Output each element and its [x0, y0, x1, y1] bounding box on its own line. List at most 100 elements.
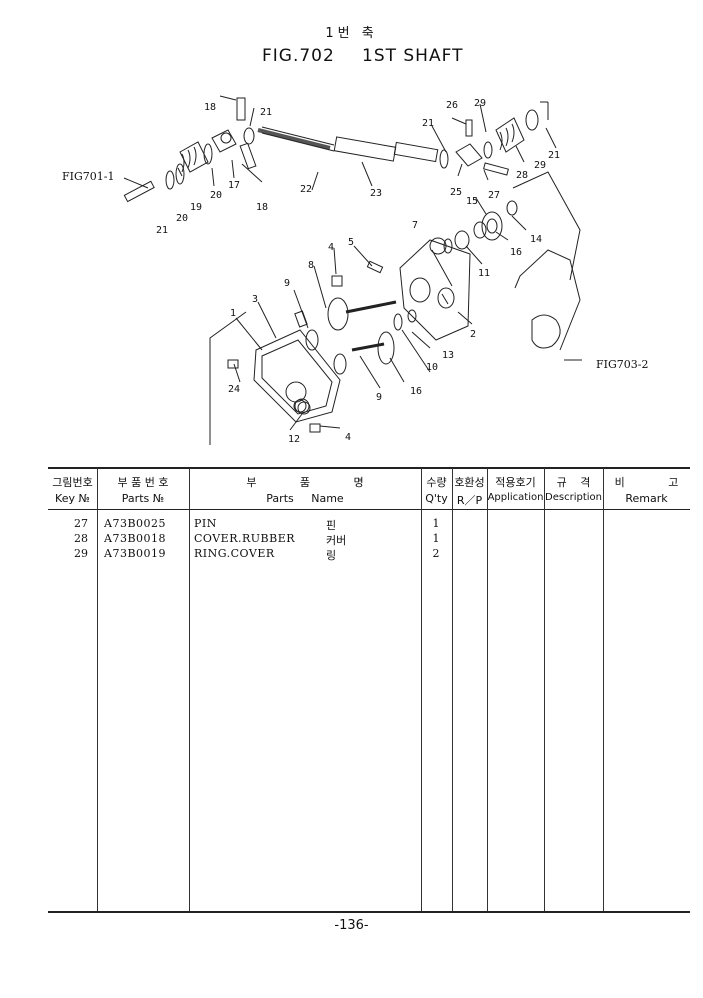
row-part-name-ko: 핀	[326, 519, 337, 532]
header-qty-en: Q'ty	[425, 492, 448, 505]
rubber-boot-part	[495, 117, 525, 153]
callout-4b: 4	[345, 432, 351, 443]
ring-part	[243, 127, 255, 145]
callout-22: 22	[300, 184, 312, 195]
callout-13: 15	[466, 196, 478, 207]
header-rp-ko: 호환성	[454, 476, 485, 489]
callout-7: 8	[308, 260, 314, 271]
ring-part	[175, 163, 185, 185]
table-row: 29 A73B0019 RING.COVER 링 2	[0, 547, 703, 562]
callout-27: 27	[488, 190, 500, 201]
row-part-no: A73B0025	[104, 517, 167, 530]
page-number: -136-	[334, 918, 369, 933]
table-header-rule	[48, 509, 690, 510]
callout-9: 9	[284, 278, 290, 289]
col-divider	[452, 468, 453, 911]
header-desc-en: Description	[545, 492, 602, 503]
header-name-en: Parts Name	[266, 492, 344, 505]
header-rp-en: R／P	[456, 494, 483, 507]
row-qty: 1	[432, 517, 440, 530]
callout-9b: 10	[426, 362, 438, 373]
table-top-rule	[48, 467, 690, 469]
shaft-tube-part	[333, 136, 397, 162]
callout-18b: 18	[256, 202, 268, 213]
callout-25: 25	[450, 187, 462, 198]
col-divider	[421, 468, 422, 911]
housing-cover-part	[399, 239, 471, 341]
title-korean: 1번 축	[325, 26, 378, 41]
col-divider	[544, 468, 545, 911]
header-app-en: Application	[487, 492, 544, 503]
ring-part	[165, 170, 175, 190]
callout-8: 9	[376, 392, 382, 403]
figure-title: 1ST SHAFT	[362, 46, 464, 66]
callout-23: 23	[370, 188, 382, 199]
header-name-ko: 부 품 명	[246, 476, 364, 489]
table-row: 27 A73B0025 PIN 핀 1	[0, 517, 703, 532]
callout-12: 13	[442, 350, 454, 361]
callout-18: 18	[204, 102, 216, 113]
row-part-name-ko: 커버	[326, 534, 347, 547]
callout-3: 3	[252, 294, 258, 305]
exploded-parts-diagram: 18 21 18 17 20 19 20 21 22 23 26 29 21 2…	[62, 95, 648, 445]
rubber-boot-part	[179, 141, 209, 173]
callout-21b: 21	[156, 225, 168, 236]
callout-14: 16	[510, 247, 522, 258]
callout-28: 28	[516, 170, 528, 181]
callout-5: 5	[348, 237, 354, 248]
bolt-part	[331, 275, 343, 287]
gear-part	[327, 297, 349, 331]
col-divider	[189, 468, 190, 911]
callout-21: 21	[260, 107, 272, 118]
callout-10: 11	[478, 268, 490, 279]
col-divider	[487, 468, 488, 911]
pin-part	[465, 119, 473, 137]
callout-20: 20	[210, 190, 222, 201]
row-key: 29	[74, 547, 88, 560]
callout-21c: 21	[422, 118, 434, 129]
row-key: 28	[74, 532, 88, 545]
header-desc-ko: 규 격	[556, 476, 591, 489]
callout-26: 26	[446, 100, 458, 111]
header-key-ko: 그림번호	[52, 476, 93, 489]
table-row: 28 A73B0018 COVER.RUBBER 커버 1	[0, 532, 703, 547]
ref-fig703-2: FIG703-2	[596, 358, 648, 371]
row-key: 27	[74, 517, 88, 530]
row-qty: 1	[432, 532, 440, 545]
callout-6: 7	[412, 220, 418, 231]
universal-joint-part	[211, 129, 237, 153]
callout-19: 19	[190, 202, 202, 213]
callout-29: 29	[474, 98, 486, 109]
header-remark-ko: 비 고	[614, 476, 679, 489]
header-part-ko: 부 품 번 호	[117, 476, 169, 489]
header-part-en: Parts №	[121, 492, 165, 505]
callout-4: 4	[328, 242, 334, 253]
col-divider	[603, 468, 604, 911]
row-qty: 2	[432, 547, 440, 560]
row-part-name: PIN	[194, 517, 217, 530]
callout-11: 12	[288, 434, 300, 445]
row-part-no: A73B0019	[104, 547, 167, 560]
main-housing-part	[253, 329, 341, 423]
callout-17: 17	[228, 180, 240, 191]
callout-21d: 21	[548, 150, 560, 161]
callout-20b: 20	[176, 213, 188, 224]
ring-part	[203, 143, 213, 165]
col-divider	[97, 468, 98, 911]
row-part-name-ko: 링	[326, 549, 337, 562]
table-bottom-rule	[48, 911, 690, 913]
figure-label: FIG.702	[262, 46, 335, 66]
row-part-name: RING.COVER	[194, 547, 275, 560]
pin-part	[236, 97, 246, 121]
gear-part	[377, 331, 395, 365]
callout-16: 16	[410, 386, 422, 397]
spline-shaft-part	[257, 128, 331, 150]
pin-part	[239, 142, 257, 170]
pin-shaft-part	[123, 180, 155, 203]
header-qty-ko: 수량	[426, 476, 447, 489]
callout-29b: 29	[534, 160, 546, 171]
header-key-en: Key №	[55, 492, 90, 505]
ref-fig701-1: FIG701-1	[62, 170, 114, 183]
callout-2: 2	[470, 329, 476, 340]
callout-24: 24	[228, 384, 240, 395]
